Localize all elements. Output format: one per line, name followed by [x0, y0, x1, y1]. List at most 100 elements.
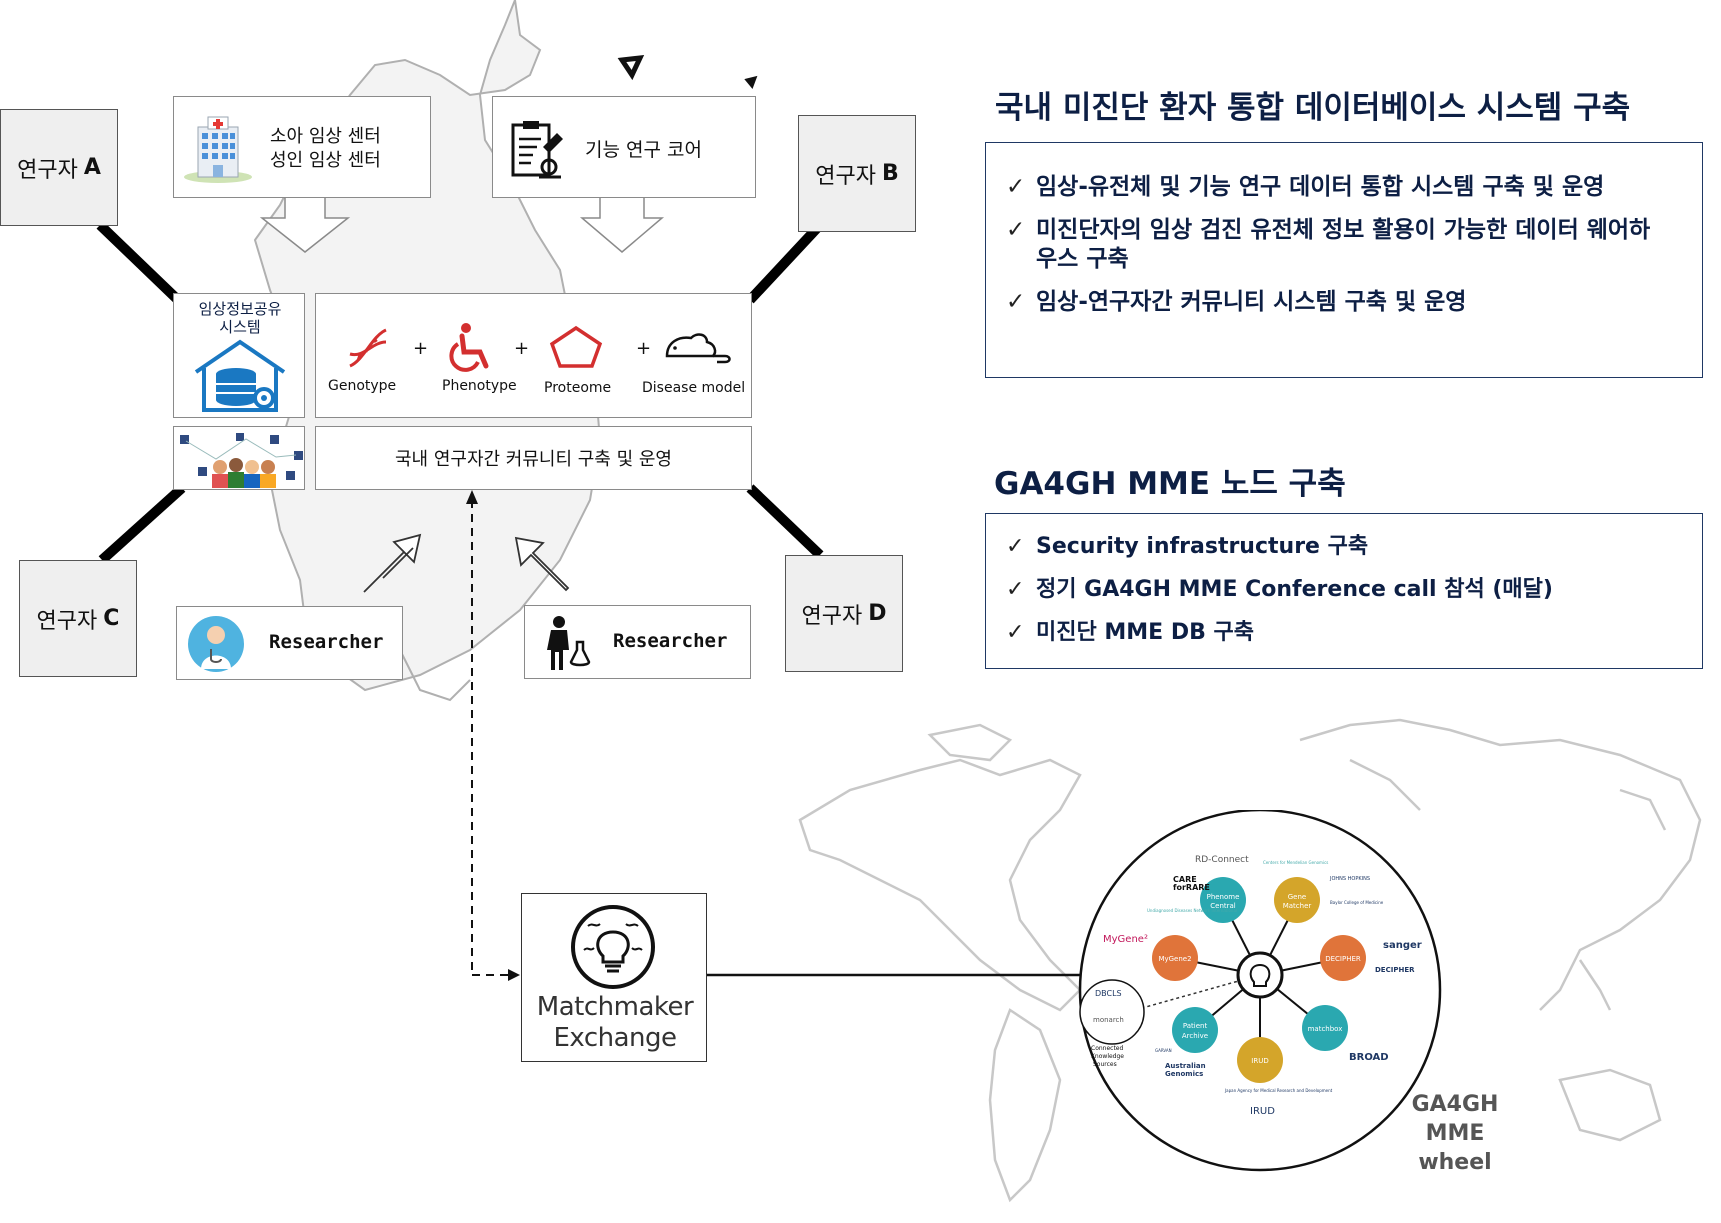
researcher-box-left: Researcher: [176, 606, 403, 680]
section1-title: 국내 미진단 환자 통합 데이터베이스 시스템 구축: [995, 90, 1631, 126]
wheel-caption-line2: MME: [1425, 1121, 1485, 1146]
section1-list: ✓ 임상-유전체 및 기능 연구 데이터 통합 시스템 구축 및 운영 ✓미진단자…: [986, 173, 1702, 317]
island-dot: [744, 75, 758, 89]
logo-dbcls: DBCLS: [1095, 989, 1122, 998]
section2-list: ✓Security infrastructure 구축 ✓정기 GA4GH MM…: [986, 532, 1702, 648]
logo-care-for-rare-1: CARE: [1173, 875, 1197, 884]
check-icon: ✓: [1006, 577, 1025, 602]
proteome-pentagon-icon: [549, 325, 603, 368]
node-irud: [1237, 1037, 1283, 1083]
dashed-connector: [466, 490, 520, 981]
check-icon: ✓: [1006, 174, 1026, 200]
logo-decipher: DECIPHER: [1375, 966, 1415, 974]
node-decipher-text: DECIPHER: [1325, 955, 1361, 963]
section1-item: ✓ 임상-연구자간 커뮤니티 시스템 구축 및 운영: [986, 288, 1702, 317]
logo-irud: IRUD: [1250, 1106, 1275, 1117]
mouse-model-icon: [665, 333, 731, 364]
logo-garvan: GARVAN: [1155, 1048, 1172, 1053]
check-icon: ✓: [1006, 534, 1025, 559]
check-icon: ✓: [1006, 217, 1026, 243]
phenotype-label: Phenotype: [442, 378, 517, 394]
section1-item-text: 임상-유전체 및 기능 연구 데이터 통합 시스템 구축 및 운영: [1036, 174, 1605, 200]
section1-item-text: 임상-연구자간 커뮤니티 시스템 구축 및 운영: [1036, 289, 1467, 315]
logo-sanger: sanger: [1383, 940, 1422, 951]
community-box: 국내 연구자간 커뮤니티 구축 및 운영: [315, 426, 752, 490]
researcher-a-prefix: 연구자: [17, 157, 78, 183]
lightbulb-dna-icon: [571, 905, 655, 989]
logo-monarch: monarch: [1093, 1016, 1124, 1024]
node-gene-matcher-text1: Gene: [1288, 893, 1306, 901]
node-irud-text: IRUD: [1251, 1057, 1268, 1065]
logo-johns-hopkins: JOHNS HOPKINS: [1329, 876, 1370, 882]
wheel-logos: RD-Connect Centers for Mendelian Genomic…: [1091, 855, 1422, 1117]
section2-item-text: Security infrastructure 구축: [1036, 534, 1369, 559]
mme-line1: Matchmaker: [536, 992, 694, 1022]
logo-care-for-rare-2: forRARE: [1173, 883, 1210, 892]
logo-cmg: Centers for Mendelian Genomics: [1263, 860, 1328, 865]
node-patient-archive-text1: Patient: [1183, 1022, 1208, 1030]
community-illustration-box: [173, 426, 305, 490]
disease-model-label: Disease model: [642, 380, 746, 396]
sharing-system-line2: 시스템: [219, 318, 261, 336]
researcher-connectors: [96, 221, 824, 564]
clinical-center-line2: 성인 임상 센터: [270, 150, 381, 171]
sharing-system-line1: 임상정보공유: [198, 300, 282, 318]
node-decipher: [1320, 935, 1366, 981]
researcher-b-prefix: 연구자: [815, 163, 876, 189]
world-map: [798, 718, 1702, 1203]
researcher-c-prefix: 연구자: [36, 608, 98, 634]
node-connected-knowledge: [1079, 979, 1145, 1045]
database-house-icon: [194, 339, 286, 412]
dna-icon: [349, 328, 387, 368]
researcher-right-label: Researcher: [613, 630, 728, 652]
node-matchbox: [1302, 1005, 1348, 1051]
node-patient-archive: [1172, 1007, 1218, 1053]
logo-undiagnosed: Undiagnosed Diseases Network Internation…: [1147, 908, 1237, 913]
clinical-center-line1: 소아 임상 센터: [270, 126, 381, 147]
wheel-nodes: Phenome Central Gene Matcher MyGene2 DEC…: [1079, 877, 1366, 1083]
doctor-icon: [188, 616, 244, 672]
node-mygene2: [1152, 935, 1198, 981]
logo-amed: Japan Agency for Medical Research and De…: [1224, 1088, 1333, 1093]
node-phenome-central-text2: Central: [1210, 902, 1236, 910]
section2-panel: ✓Security infrastructure 구축 ✓정기 GA4GH MM…: [985, 513, 1703, 669]
callout-arrows: [259, 198, 665, 253]
section2-title: GA4GH MME 노드 구축: [994, 466, 1346, 502]
researcher-box-right: Researcher: [524, 605, 751, 679]
logo-broad: BROAD: [1349, 1052, 1389, 1063]
functional-core-box: 기능 연구 코어: [492, 96, 756, 198]
node-matchbox-text: matchbox: [1308, 1025, 1343, 1033]
check-icon: ✓: [1006, 620, 1025, 645]
section2-item-text: 미진단 MME DB 구축: [1036, 620, 1255, 645]
wheel-caption-line3: wheel: [1418, 1150, 1492, 1175]
section1-item: ✓미진단자의 임상 검진 유전체 정보 활용이 가능한 데이터 웨어하우스 구축: [986, 216, 1702, 274]
logo-mygene2: MyGene²: [1103, 934, 1148, 945]
section1-panel: ✓ 임상-유전체 및 기능 연구 데이터 통합 시스템 구축 및 운영 ✓미진단자…: [985, 142, 1703, 378]
island-icon: [617, 55, 645, 81]
researcher-c-letter: C: [103, 606, 120, 631]
wheelchair-icon: [449, 323, 489, 372]
clinical-center-box: 소아 임상 센터 성인 임상 센터: [173, 96, 431, 198]
sharing-system-box: 임상정보공유 시스템: [173, 293, 305, 418]
hospital-icon: [184, 116, 252, 183]
logo-connected-2: Knowledge: [1091, 1053, 1124, 1060]
wheel-caption-line1: GA4GH: [1411, 1092, 1499, 1117]
hub-bulb-icon: [1249, 963, 1271, 987]
mme-wheel: Phenome Central Gene Matcher MyGene2 DEC…: [1078, 810, 1442, 1172]
logo-australian-2: Genomics: [1165, 1070, 1203, 1078]
section2-item: ✓ 미진단 MME DB 구축: [986, 618, 1702, 648]
check-icon: ✓: [1006, 289, 1026, 315]
node-gene-matcher-text2: Matcher: [1283, 902, 1312, 910]
community-people-icon: [180, 433, 303, 488]
genotype-label: Genotype: [328, 378, 397, 394]
mme-line2: Exchange: [553, 1023, 677, 1053]
research-clipboard-icon: [511, 121, 563, 179]
plus-1: +: [413, 338, 429, 359]
logo-connected-1: Connected: [1091, 1045, 1124, 1052]
scientist-icon: [547, 616, 591, 670]
plus-2: +: [514, 338, 530, 359]
logo-connected-3: Sources: [1093, 1061, 1117, 1068]
section2-item: ✓ Security infrastructure 구축: [986, 532, 1702, 562]
